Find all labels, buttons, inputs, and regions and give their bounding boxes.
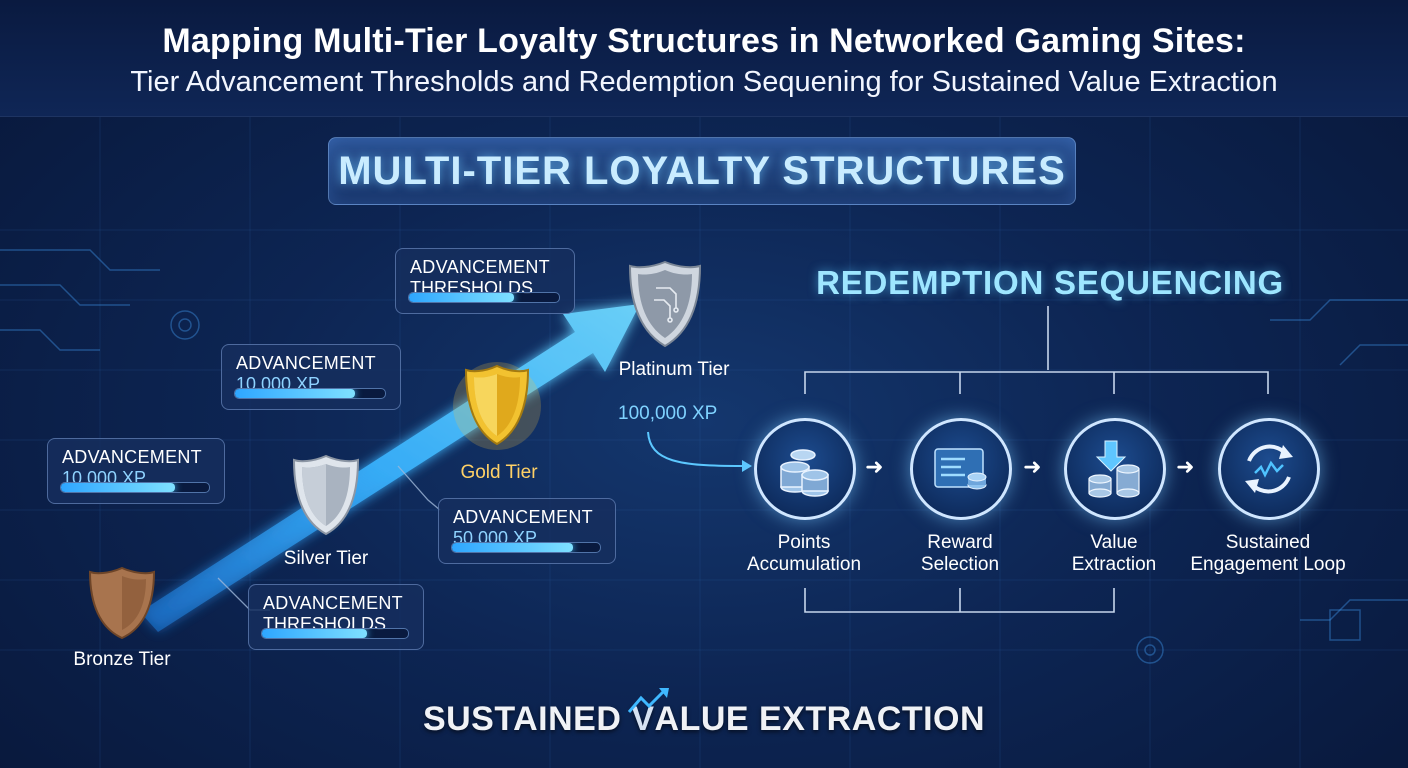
- footer-part1: SUSTAINED: [422, 700, 632, 738]
- arrow-right-icon: ➜: [1176, 454, 1195, 479]
- progress-fill: [452, 543, 574, 552]
- tier-label-bronze: Bronze Tier: [73, 649, 171, 670]
- cycle-arrows-icon: [1218, 418, 1320, 520]
- header: Mapping Multi-Tier Loyalty Structures in…: [0, 0, 1408, 117]
- step-label-loop: Sustained Engagement Loop: [1176, 532, 1360, 576]
- card-line1: ADVANCEMENT: [410, 257, 550, 277]
- step-label-reward: Reward Selection: [880, 532, 1040, 576]
- silver-shield-icon: [292, 454, 360, 536]
- tier-label-silver: Silver Tier: [283, 548, 369, 569]
- step-line1: Points: [777, 532, 831, 553]
- tier-label-platinum: Platinum Tier: [618, 359, 730, 380]
- step-line1: Sustained: [1225, 532, 1311, 553]
- step-label-points: Points Accumulation: [724, 532, 884, 576]
- advancement-card-gold-50000: ADVANCEMENT 50,000 XP: [438, 498, 616, 564]
- footer-part2: ALUE EXTRACTION: [654, 700, 986, 738]
- progress-bar: [408, 292, 560, 303]
- progress-fill: [262, 629, 368, 638]
- advancement-card-silver-gold: ADVANCEMENT 10,000 XP: [221, 344, 401, 410]
- step-line2: Engagement Loop: [1190, 554, 1346, 575]
- redemption-title: REDEMPTION SEQUENCING: [816, 264, 1284, 301]
- step-line1: Value: [1090, 532, 1138, 553]
- progress-bar: [234, 388, 386, 399]
- trend-arrow-icon: [628, 688, 670, 713]
- tier-label-gold: Gold Tier: [460, 462, 538, 483]
- gold-shield-icon: [453, 362, 541, 450]
- footer-tagline: SUSTAINED VALUE EXTRACTION: [0, 688, 1408, 739]
- card-line1: ADVANCEMENT: [263, 593, 403, 613]
- card-line1: ADVANCEMENT: [62, 447, 202, 467]
- advancement-card-silver-thresholds: ADVANCEMENT THRESHOLDS: [248, 584, 424, 650]
- step-label-value: Value Extraction: [1034, 532, 1194, 576]
- page-subtitle: Tier Advancement Thresholds and Redempti…: [130, 66, 1278, 98]
- page-title: Mapping Multi-Tier Loyalty Structures in…: [162, 22, 1246, 60]
- step-line2: Accumulation: [746, 554, 862, 575]
- arrow-right-icon: ➜: [865, 454, 884, 479]
- progress-fill: [409, 293, 514, 302]
- step-line2: Selection: [920, 554, 1000, 575]
- bronze-shield-icon: [88, 566, 156, 640]
- progress-bar: [60, 482, 210, 493]
- card-line1: ADVANCEMENT: [236, 353, 376, 373]
- reward-menu-icon: [910, 418, 1012, 520]
- arrow-right-icon: ➜: [1023, 454, 1042, 479]
- progress-fill: [235, 389, 355, 398]
- platinum-shield-icon: [628, 260, 702, 348]
- step-line1: Reward: [927, 532, 993, 553]
- step-line2: Extraction: [1071, 554, 1157, 575]
- platinum-xp-label: 100,000 XP: [618, 403, 718, 424]
- download-coins-icon: [1064, 418, 1166, 520]
- section-banner: MULTI-TIER LOYALTY STRUCTURES: [328, 137, 1076, 205]
- footer-v-text: V: [631, 700, 655, 738]
- coin-stacks-icon: [754, 418, 856, 520]
- progress-bar: [261, 628, 409, 639]
- card-line1: ADVANCEMENT: [453, 507, 593, 527]
- progress-bar: [451, 542, 601, 553]
- advancement-card-gold-platinum: ADVANCEMENT THRESHOLDS: [395, 248, 575, 314]
- progress-fill: [61, 483, 175, 492]
- footer-v-letter: V: [628, 688, 670, 739]
- advancement-card-bronze-silver: ADVANCEMENT 10,000 XP: [47, 438, 225, 504]
